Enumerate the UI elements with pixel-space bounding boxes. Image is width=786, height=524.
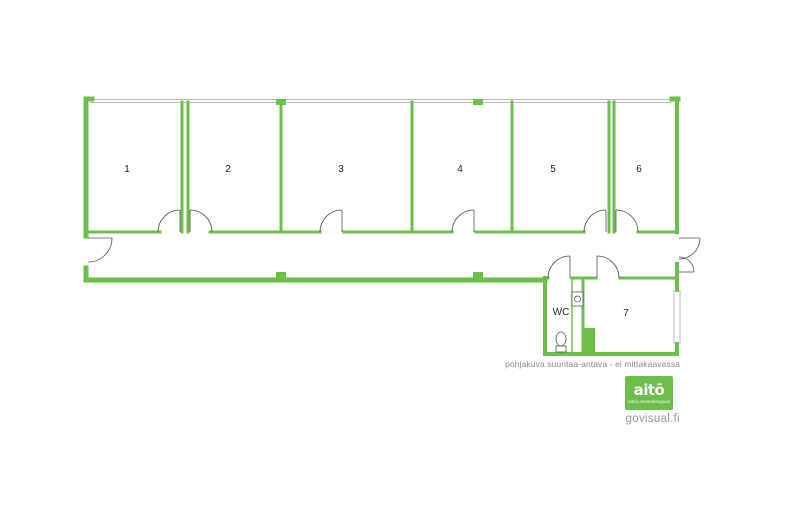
room-label-wc: WC (553, 307, 570, 318)
wc-fixtures (555, 291, 584, 353)
logo-tagline: Aitoa asuntokauppaa (627, 399, 671, 404)
logo-wordmark: aitō (633, 381, 665, 399)
toilet-tank-icon (555, 345, 567, 353)
toilet-icon (555, 331, 567, 347)
room-label-5: 5 (550, 164, 556, 175)
room-label-4: 4 (457, 164, 463, 175)
scale-disclaimer: pohjakuva suuntaa-antava - ei mittakaava… (505, 359, 680, 369)
top-windows (90, 99, 672, 103)
room-label-6: 6 (636, 164, 642, 175)
columns (276, 99, 483, 278)
aito-logo: aitō Aitoa asuntokauppaa (625, 376, 673, 410)
room-7-window (673, 290, 681, 344)
room-label-7: 7 (623, 308, 629, 319)
room-label-1: 1 (124, 164, 130, 175)
doors (87, 209, 701, 279)
walls (83, 96, 681, 356)
room-label-2: 2 (225, 164, 231, 175)
sink-icon (571, 291, 584, 307)
room-label-3: 3 (338, 164, 344, 175)
website-credit: govisual.fi (625, 413, 680, 425)
